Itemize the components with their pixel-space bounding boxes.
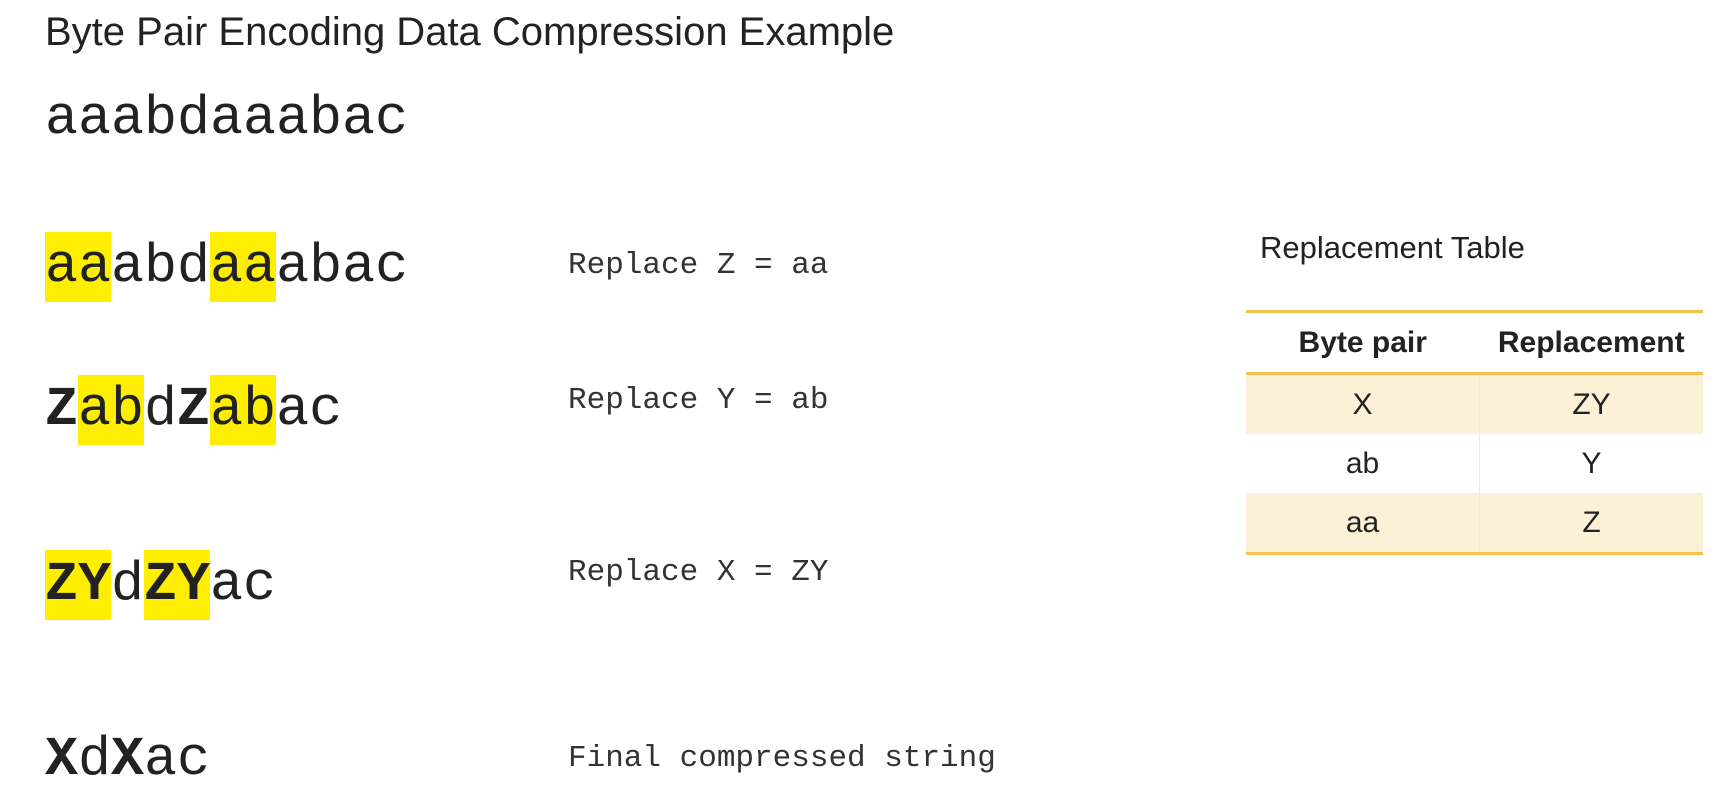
original-string: aaabdaaabac — [45, 87, 409, 150]
highlight-pair: aa — [45, 232, 112, 302]
highlight-pair: ZY — [45, 550, 112, 620]
highlight-pair: ZY — [144, 550, 211, 620]
final-string: XdXac — [45, 725, 210, 795]
page-title: Byte Pair Encoding Data Compression Exam… — [45, 10, 895, 54]
string-segment: d — [111, 553, 145, 616]
column-header: Byte pair — [1246, 311, 1480, 375]
table-row: X ZY — [1246, 373, 1703, 434]
string-segment: d — [144, 378, 178, 441]
replaced-symbol: Z — [177, 378, 211, 441]
table-cell: Y — [1581, 446, 1602, 480]
string-segment: ac — [144, 728, 211, 791]
step3-string: ZYdZYac — [45, 550, 276, 620]
string-segment: ac — [210, 553, 277, 616]
highlight-pair: aa — [210, 232, 277, 302]
highlight-pair: ab — [210, 375, 277, 445]
step4-description: Final compressed string — [568, 741, 996, 776]
string-segment: abac — [276, 235, 409, 298]
string-segment: abd — [111, 235, 211, 298]
replaced-symbol: X — [45, 728, 79, 791]
step3-description: Replace X = ZY — [568, 555, 829, 590]
table-cell: X — [1246, 373, 1480, 434]
table-cell: ab — [1246, 434, 1480, 493]
table-cell: ZY — [1479, 373, 1703, 434]
replacement-table: Byte pair Replacement X ZY ab Y aa Z — [1246, 310, 1703, 555]
table-header-row: Byte pair Replacement — [1246, 311, 1703, 375]
step2-description: Replace Y = ab — [568, 383, 829, 418]
replacement-table-title: Replacement Table — [1260, 230, 1525, 265]
step2-string: ZabdZabac — [45, 375, 342, 445]
table-cell: aa — [1246, 493, 1480, 554]
string-segment: ac — [276, 378, 343, 441]
step1-string: aaabdaaabac — [45, 232, 408, 302]
replaced-symbol: Z — [45, 378, 79, 441]
step1-description: Replace Z = aa — [568, 248, 829, 283]
replaced-symbol: X — [111, 728, 145, 791]
string-segment: d — [78, 728, 112, 791]
highlight-pair: ab — [78, 375, 145, 445]
table-cell: Z — [1479, 493, 1703, 554]
table-row: ab Y — [1246, 434, 1703, 493]
table-row: aa Z — [1246, 493, 1703, 554]
column-header: Replacement — [1479, 311, 1703, 375]
